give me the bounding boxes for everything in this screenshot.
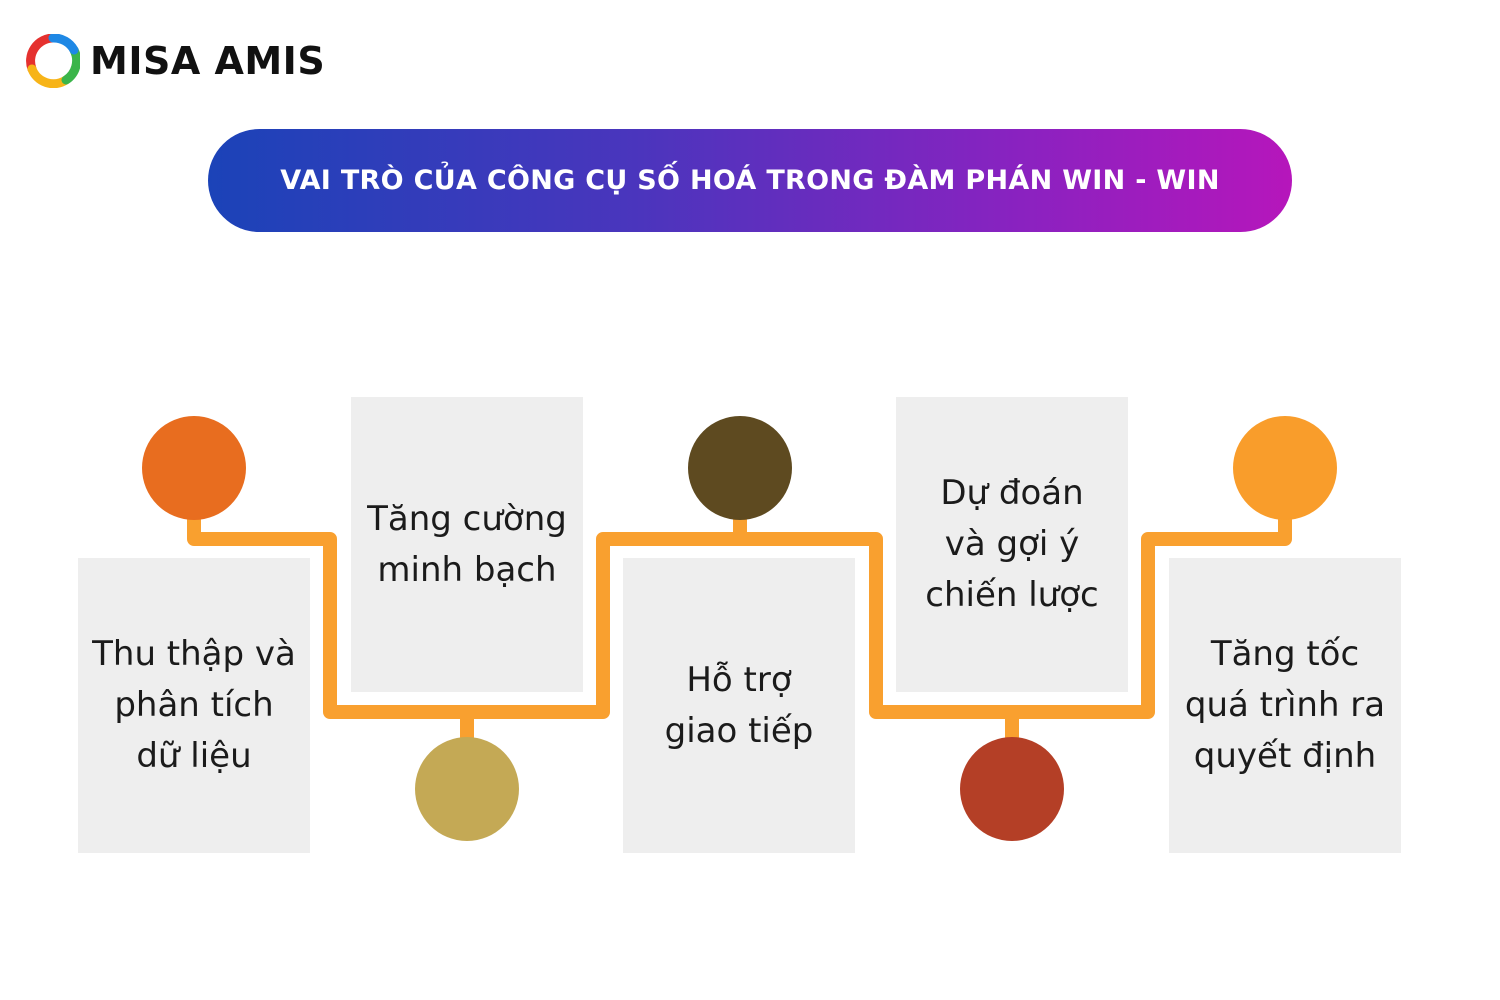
step-dot-4 [960,737,1064,841]
title-banner: VAI TRÒ CỦA CÔNG CỤ SỐ HOÁ TRONG ĐÀM PHÁ… [208,129,1292,232]
connector-line [187,513,1292,744]
logo-arc-blue [48,34,79,55]
brand-logo: MISA AMIS [26,34,326,90]
step-dot-3 [688,416,792,520]
step-dot-2 [415,737,519,841]
logo-arc-red [26,34,58,74]
misa-logo-icon [26,34,80,88]
diagram-title: VAI TRÒ CỦA CÔNG CỤ SỐ HOÁ TRONG ĐÀM PHÁ… [280,165,1220,196]
step-dots [142,416,1337,841]
step-dot-1 [142,416,246,520]
brand-name: MISA AMIS [90,39,326,83]
logo-center [44,52,62,70]
step-dot-5 [1233,416,1337,520]
